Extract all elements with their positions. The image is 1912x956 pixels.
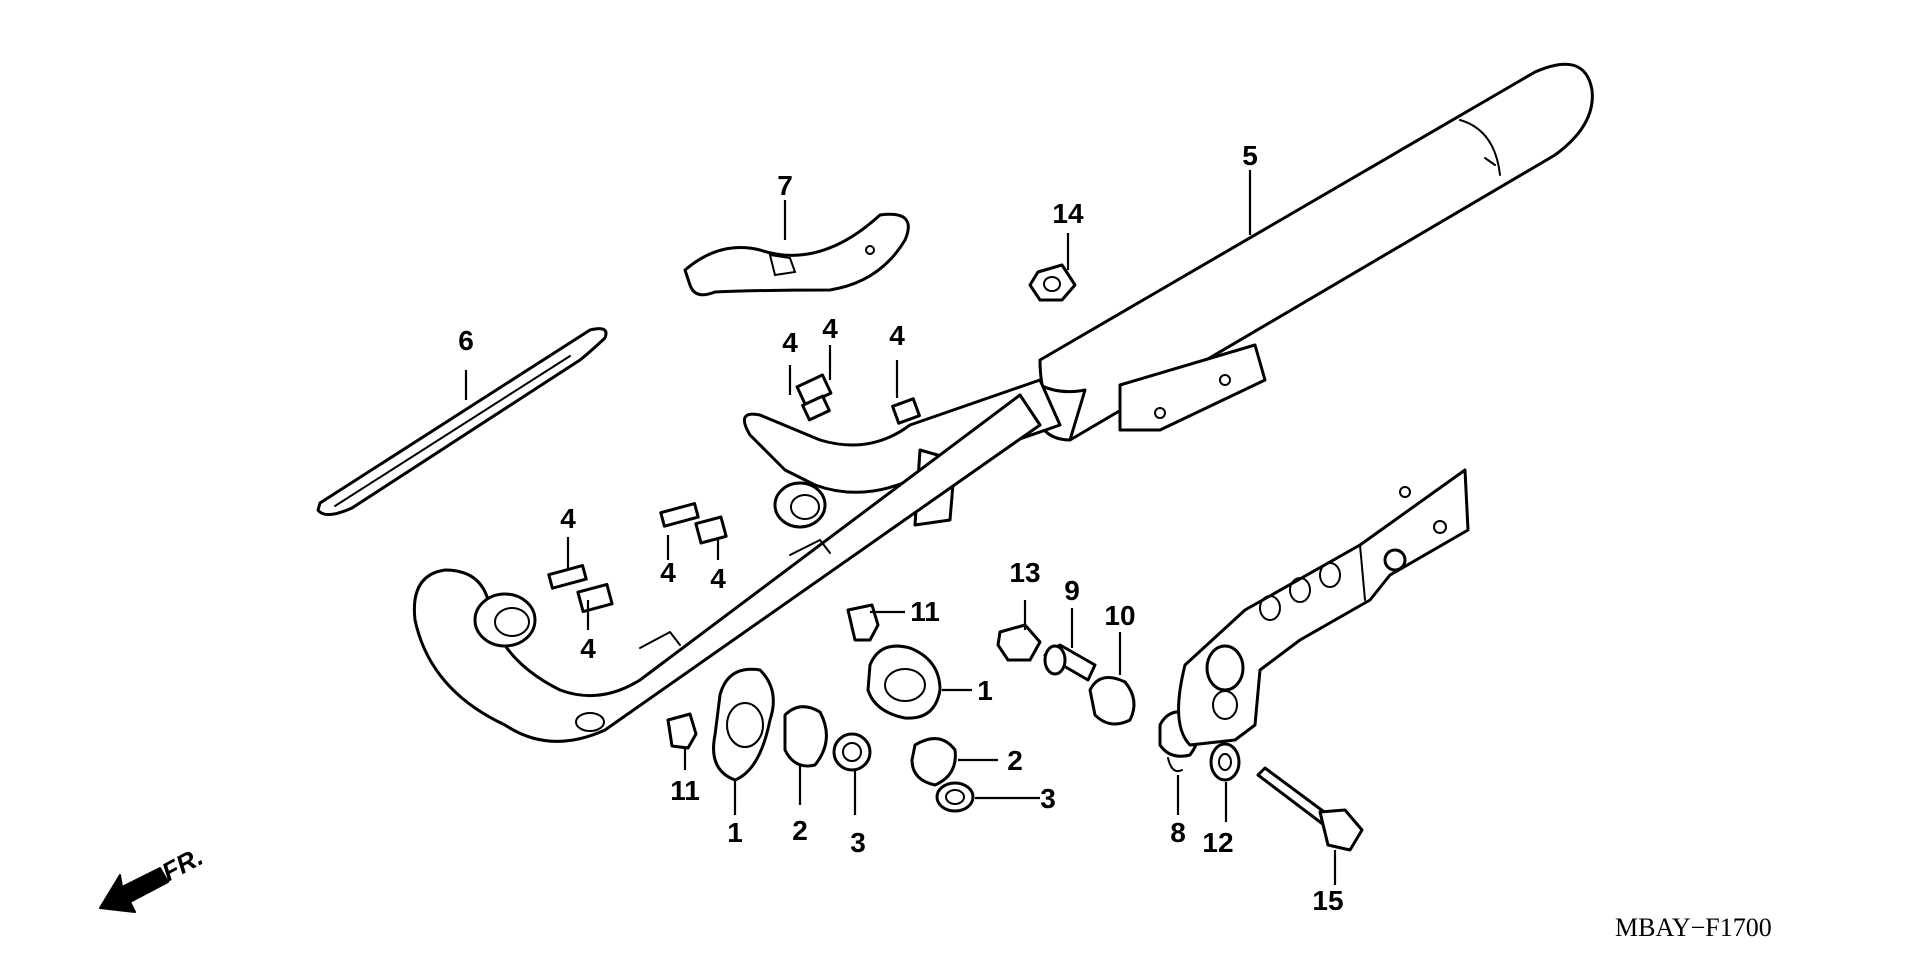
callout-1: 1 <box>727 817 743 848</box>
washer-12 <box>1209 742 1241 782</box>
callout-8: 8 <box>1170 817 1186 848</box>
gasket-3b <box>935 781 975 813</box>
callout-2: 2 <box>1007 745 1023 776</box>
front-exhaust-pipe <box>412 393 1042 743</box>
front-arrow-icon <box>99 867 169 913</box>
callout-14: 14 <box>1052 198 1084 229</box>
callout-2: 2 <box>792 815 808 846</box>
callout-4: 4 <box>660 557 676 588</box>
diagram-code: MBAY−F1700 <box>1615 913 1772 942</box>
callout-13: 13 <box>1009 557 1040 588</box>
gasket-3a <box>832 732 872 772</box>
callout-4: 4 <box>889 320 905 351</box>
leader-lines <box>464 170 1337 885</box>
bolt-15 <box>1256 766 1364 852</box>
callout-4: 4 <box>560 503 576 534</box>
callout-3: 3 <box>850 827 866 858</box>
muffler <box>1038 62 1594 442</box>
callout-12: 12 <box>1202 827 1233 858</box>
heat-shield-7 <box>683 212 910 297</box>
callout-4: 4 <box>782 327 798 358</box>
exhaust-flange-1a <box>712 667 775 782</box>
exhaust-flange-1b <box>866 644 942 720</box>
callout-5: 5 <box>1242 140 1258 171</box>
nut-13 <box>996 623 1042 662</box>
callout-9: 9 <box>1064 575 1080 606</box>
collar-2a <box>783 705 828 768</box>
rubber-mount-10 <box>1088 676 1136 726</box>
callout-4: 4 <box>580 633 596 664</box>
nut-14 <box>1028 263 1077 302</box>
callout-11: 11 <box>910 596 940 627</box>
callout-6: 6 <box>458 325 474 356</box>
callout-1: 1 <box>977 675 993 706</box>
front-direction-indicator: FR. <box>99 841 208 913</box>
clamp-pads-4 <box>547 373 921 614</box>
stud-bolt-11b <box>666 712 698 750</box>
callout-10: 10 <box>1104 600 1135 631</box>
callout-labels: 1 1 2 2 3 3 4 4 4 4 4 4 4 5 6 7 8 9 10 1… <box>458 140 1343 916</box>
stud-bolt-11a <box>846 603 880 642</box>
bolt-9 <box>1043 643 1097 682</box>
callout-3: 3 <box>1040 783 1056 814</box>
callout-11: 11 <box>670 775 700 806</box>
muffler-mounting-bracket <box>1177 468 1470 747</box>
callout-4: 4 <box>710 563 726 594</box>
callout-15: 15 <box>1312 885 1343 916</box>
callout-7: 7 <box>777 170 793 201</box>
heat-shield-6 <box>316 327 608 516</box>
callout-4: 4 <box>822 313 838 344</box>
collar-2b <box>910 737 957 787</box>
